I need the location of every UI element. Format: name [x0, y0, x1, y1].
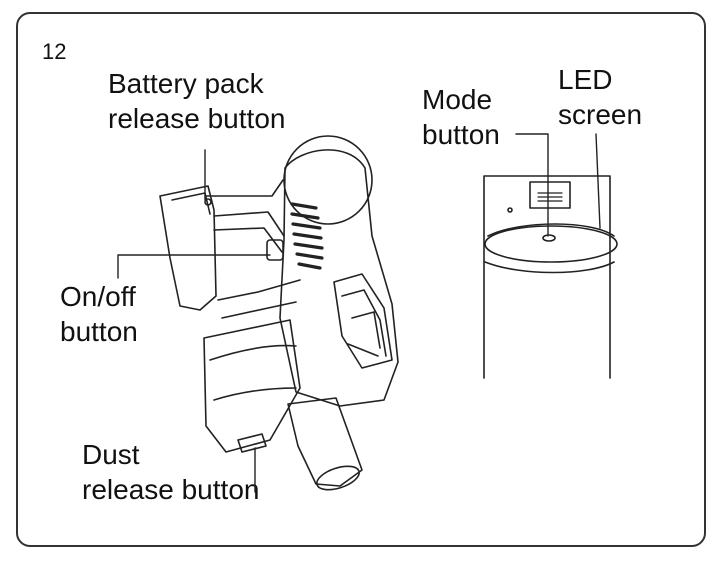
top-view-cap: [484, 225, 618, 263]
on-off-label: On/off button: [60, 281, 138, 347]
dust-bin: [203, 319, 301, 453]
mode-button: [542, 234, 556, 242]
on-off-leader: [117, 254, 271, 279]
side-panel: [333, 273, 393, 369]
battery-pack: [159, 185, 217, 311]
battery-release-label: Battery pack release button: [108, 68, 286, 134]
motor-body: [279, 149, 399, 407]
vacuum-side-view: [159, 135, 399, 491]
figure-number: 12: [42, 39, 67, 64]
led-screen: [529, 181, 571, 209]
dust-release-button: [237, 433, 267, 453]
led-highlight-circle: [283, 135, 373, 225]
leader-lines: [117, 133, 601, 493]
led-label: LED screen: [558, 64, 643, 130]
battery-release-button: [204, 198, 212, 206]
mode-leader: [515, 133, 549, 237]
dust-release-label: Dust release button: [82, 439, 260, 505]
figure-frame: [16, 12, 706, 547]
led-leader: [595, 133, 601, 229]
top-view-body: [483, 175, 611, 379]
nozzle: [287, 397, 363, 487]
mode-label: Mode button: [422, 84, 500, 150]
vacuum-top-view: [483, 175, 618, 379]
